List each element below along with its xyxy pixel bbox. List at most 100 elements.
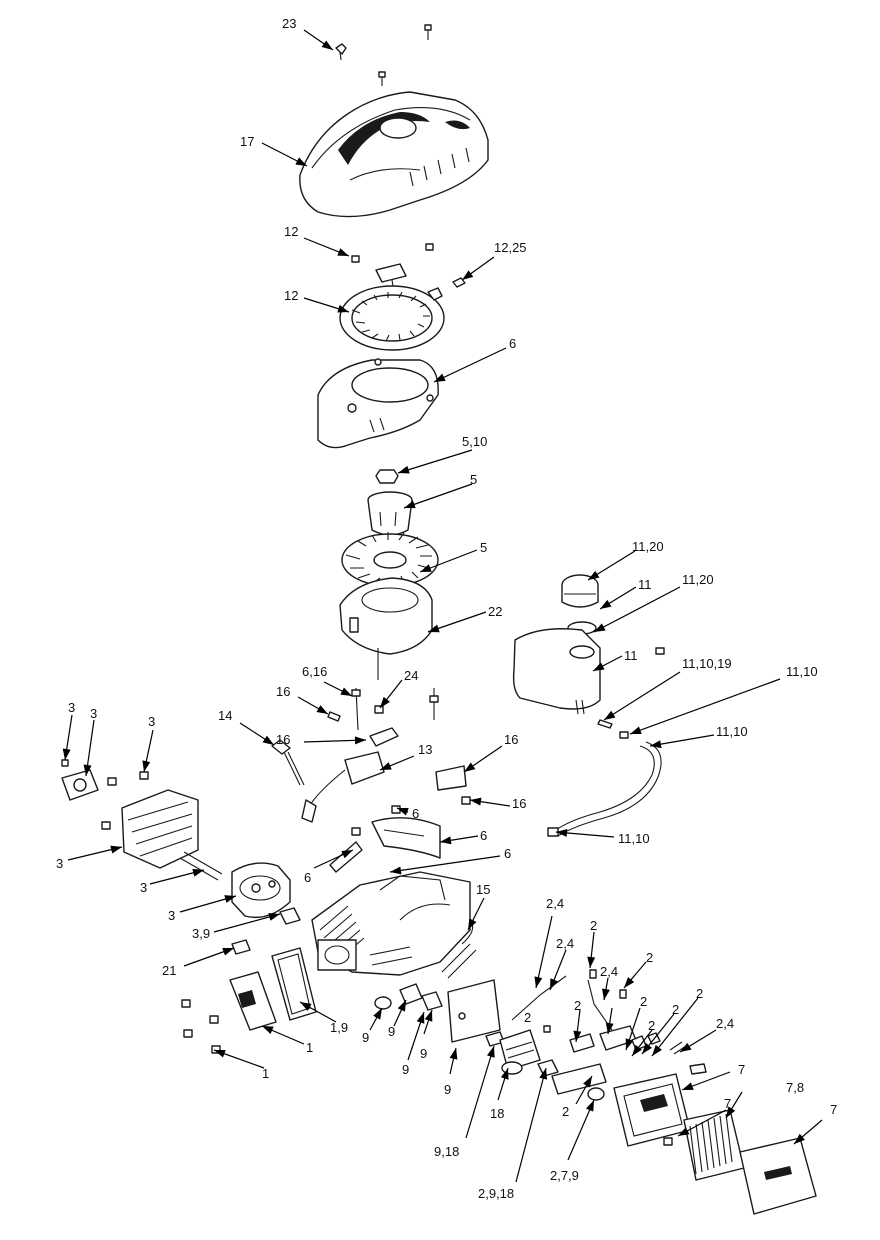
intake-spacers [374,979,501,1043]
arrowhead [300,1002,312,1011]
arrowhead [462,270,474,280]
arrowhead [642,1042,652,1054]
arrowhead [534,976,543,988]
arrowhead [142,760,151,772]
arrowhead [605,1022,614,1034]
callout: 22 [488,604,502,619]
callout: 2,4 [556,936,574,951]
spark-plug [231,939,251,955]
callout: 2 [648,1018,655,1033]
arrowhead [650,740,662,749]
callout: 2 [590,918,597,933]
baffles [329,817,441,873]
callout: 6 [504,846,511,861]
callout: 16 [276,732,290,747]
callout: 18 [490,1106,504,1121]
engine-cover [299,91,489,218]
callout: 7,8 [786,1080,804,1095]
ignition-module [301,751,385,823]
arrowhead [341,850,353,859]
callout: 1 [306,1040,313,1055]
callout: 14 [218,708,232,723]
callout: 5 [480,540,487,555]
callout: 3 [56,856,63,871]
callout: 9 [402,1062,409,1077]
callout: 3 [168,908,175,923]
callout: 3 [140,880,147,895]
callout: 2 [696,986,703,1001]
arrowhead [295,157,307,166]
callout: 17 [240,134,254,149]
arrowhead [587,956,596,968]
arrowhead [464,762,476,772]
callout: 11,10 [786,664,818,679]
arrowhead [593,662,605,671]
arrowhead [678,1127,690,1136]
flywheel [341,532,439,587]
callout: 2 [672,1002,679,1017]
arrowhead [373,1008,382,1020]
arrowhead [726,1106,736,1118]
fuel-tank-assembly [512,574,665,715]
callout: 3 [68,700,75,715]
backplate [339,577,433,680]
arrowhead [62,748,71,760]
callout: 2 [562,1104,569,1119]
callout: 9 [420,1046,427,1061]
callout: 6 [480,828,487,843]
arrowhead [630,726,642,734]
callout: 21 [162,963,176,978]
clip [452,277,466,288]
callout: 11,20 [632,539,664,554]
gasket [279,907,301,925]
callout: 2,4 [716,1016,734,1031]
callout: 11,10 [716,724,748,739]
arrowhead [624,977,635,988]
arrowhead [550,978,558,990]
arrowhead [337,304,349,313]
callout: 11,10 [618,831,650,846]
arrowhead [192,868,204,877]
arrowhead [604,710,616,720]
callout: 9 [362,1030,369,1045]
callout: 3 [90,706,97,721]
callout: 2,4 [600,964,618,979]
valve-cover [181,971,277,1054]
callout: 5,10 [462,434,487,449]
screw [351,827,361,836]
arrowhead [268,913,280,921]
arrowhead [594,623,606,632]
callout: 11,10,19 [682,656,732,671]
arrowhead [214,1049,226,1058]
callout: 9,18 [434,1144,459,1159]
arrowhead [354,736,366,745]
callout: 7 [830,1102,837,1117]
callout: 12,25 [494,240,527,255]
arrowhead [625,1038,634,1050]
callout: 6 [412,806,419,821]
arrowhead [340,687,352,696]
arrowhead [420,564,432,572]
callout: 6 [509,336,516,351]
callout: 16 [512,796,526,811]
callout: 9 [388,1024,395,1039]
arrowhead [380,696,390,708]
valve-cover-gasket [271,947,317,1021]
carburetor [485,1029,559,1077]
air-filter-element [683,1109,745,1181]
arrowhead [573,1030,582,1042]
parts-illustration [61,24,817,1215]
starter-cup [367,491,413,536]
callout: 3 [148,714,155,729]
arrowhead [602,988,610,1000]
air-filter-cover [739,1137,817,1215]
screw [461,796,471,805]
leader-lines [64,29,823,1183]
callout: 15 [476,882,490,897]
recoil-starter [339,263,445,351]
callout: 11,20 [682,572,714,587]
arrowhead [585,1100,594,1112]
arrowhead [449,1048,458,1060]
